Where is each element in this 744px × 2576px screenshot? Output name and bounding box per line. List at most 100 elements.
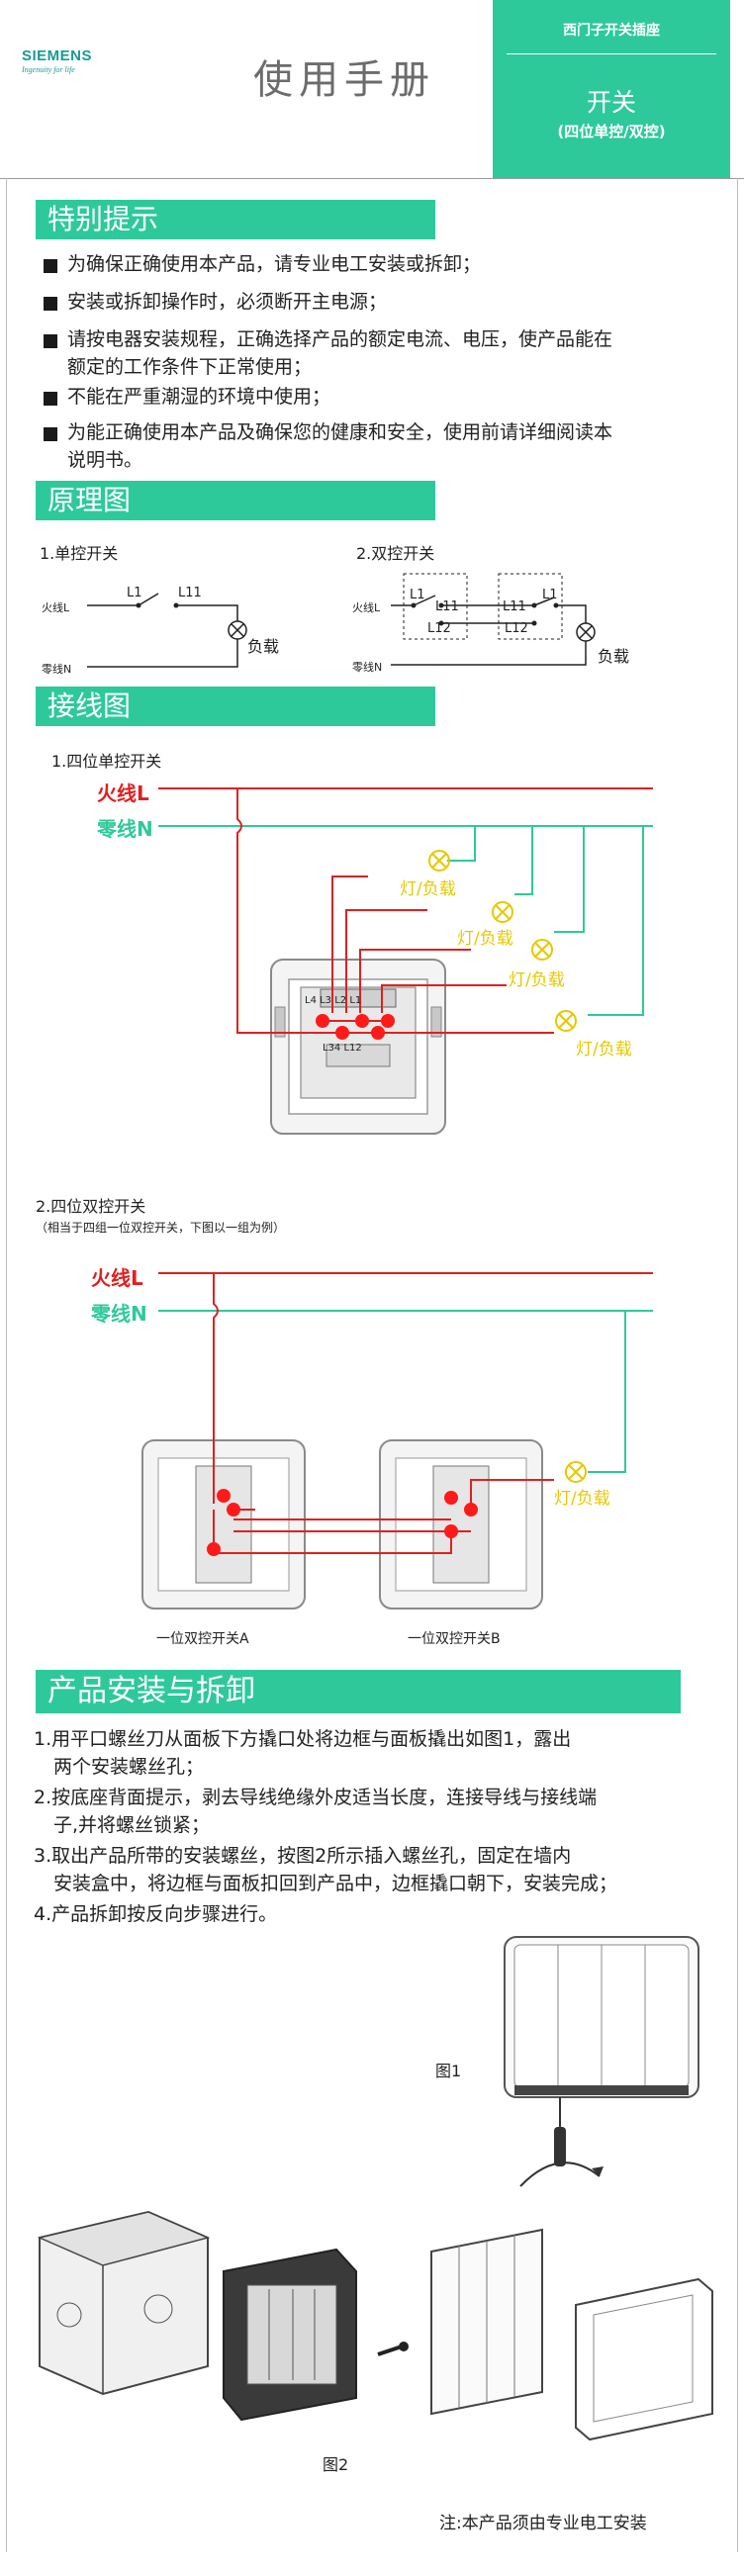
switch-base-icon (223, 2248, 357, 2422)
product-variant: (四位单控/双控) (557, 123, 666, 140)
neutral-return-4 (588, 826, 644, 1016)
single-l11-label: L11 (178, 586, 202, 600)
double-b-blade (533, 597, 555, 606)
terminal-dot (227, 1503, 240, 1517)
install-step: 2.按底座背面提示，剥去导线绝缘外皮适当长度，连接导线与接线端 (34, 1787, 598, 1808)
double-neutral-wire (391, 641, 587, 666)
four-double-wiring-diagram (141, 1272, 653, 1610)
switch-a-device (141, 1439, 306, 1610)
double-b-l12-label: L12 (505, 621, 528, 636)
double-a-l1-label: L1 (410, 588, 425, 602)
product-category: 西门子开关插座 (563, 23, 660, 39)
neutral-return-2 (514, 826, 533, 895)
terminal-dot (217, 1489, 231, 1503)
switch-a-caption: 一位双控开关A (156, 1631, 249, 1647)
terminal-dot (444, 1491, 458, 1505)
double-a-l12 (438, 620, 444, 626)
terminal-dot (207, 1542, 221, 1556)
section-heading-principle: 原理图 (36, 481, 435, 520)
terminal-dot (444, 1524, 458, 1538)
neutral-return-b (588, 1311, 626, 1473)
frame-icon (575, 2277, 713, 2441)
double-b-l12 (531, 620, 537, 626)
rocker-plate-icon (430, 2228, 543, 2416)
lamp-label: 灯/负载 (509, 970, 565, 990)
double-switch-b-box (498, 573, 563, 640)
install-step-cont: 两个安装螺丝孔； (53, 1756, 205, 1778)
lamp-icon (428, 850, 450, 872)
single-load-label: 负载 (247, 637, 280, 656)
double-a-l11 (438, 602, 444, 608)
screw-icon (377, 2342, 409, 2356)
switch-b-device (379, 1439, 543, 1610)
document-title: 使用手册 (253, 57, 435, 103)
double-b-l1-label: L1 (542, 588, 558, 602)
double-a-l11-label: L11 (435, 599, 459, 614)
notice-item: 安装或拆卸操作时，必须断开主电源； (67, 291, 388, 313)
bullet-icon (44, 297, 57, 311)
neutral-wire-label-2: 零线N (91, 1302, 147, 1326)
section-heading-wiring: 接线图 (36, 687, 435, 726)
header-divider (507, 53, 716, 54)
single-neutral-label: 零线N (42, 663, 72, 676)
principle-diagram (87, 573, 596, 668)
footer-note: 注:本产品须由专业电工安装 (439, 2514, 647, 2533)
neutral-return-1 (447, 826, 476, 862)
notice-item-cont: 额定的工作条件下正常使用； (67, 356, 313, 378)
install-step: 4.产品拆卸按反向步骤进行。 (34, 1903, 278, 1925)
notice-item-cont: 说明书。 (67, 449, 143, 471)
frame-right-line (737, 178, 738, 2552)
four-double-title: 2.四位双控开关 (36, 1197, 146, 1216)
four-single-switch-device (270, 959, 446, 1135)
lamp-label: 灯/负载 (576, 1040, 632, 1059)
four-single-wiring-diagram (158, 787, 653, 1135)
terminal-dot (371, 1026, 385, 1040)
double-load-label: 负载 (598, 647, 630, 666)
install-step: 3.取出产品所带的安装螺丝，按图2所示插入螺丝孔，固定在墙内 (34, 1845, 572, 1867)
neutral-wire-label: 零线N (97, 817, 153, 841)
single-live-label: 火线L (42, 601, 70, 614)
lamp-label: 灯/负载 (400, 879, 456, 899)
fig1-caption: 图1 (435, 2062, 462, 2080)
neutral-return-3 (554, 826, 585, 933)
fig1-switch-panel (504, 1936, 699, 2098)
screwdriver-icon (519, 2097, 604, 2187)
double-a-l12-label: L12 (427, 621, 451, 636)
b-load-wire (470, 1479, 554, 1510)
fig2-caption: 图2 (323, 2455, 349, 2474)
double-live-label: 火线L (352, 601, 381, 614)
wall-box-icon (37, 2210, 211, 2396)
load-wire-1 (331, 875, 368, 1013)
lamp-icon (531, 939, 553, 961)
terminal-labels-top: L4 L3 L2 L1 (305, 995, 362, 1006)
single-switch-blade (138, 593, 159, 606)
notice-item: 不能在严重潮湿的环境中使用； (67, 386, 331, 408)
terminal-labels-bottom: L34 L12 (323, 1043, 362, 1054)
lamp-icon (565, 1461, 587, 1483)
four-double-note: （相当于四组一位双控开关，下图以一组为例） (36, 1221, 286, 1235)
terminal-dot (355, 1014, 369, 1028)
notice-item: 为能正确使用本产品及确保您的健康和安全，使用前请详细阅读本 (67, 421, 613, 443)
double-switch-a-box (403, 573, 468, 640)
single-l1-label: L1 (127, 586, 142, 600)
double-b-l11-label: L11 (503, 599, 526, 614)
terminal-dot (316, 1014, 329, 1028)
live-drop-wire (236, 788, 388, 1034)
install-step: 1.用平口螺丝刀从面板下方撬口处将边框与面板撬出如图1，露出 (34, 1728, 572, 1750)
load-wire-3 (359, 949, 471, 1013)
double-neutral-label: 零线N (352, 661, 383, 674)
live-wire-label: 火线L (97, 782, 149, 805)
four-single-title: 1.四位单控开关 (51, 752, 162, 771)
live-wire-label-2: 火线L (91, 1266, 143, 1290)
frame-top-line (0, 178, 744, 179)
lamp-label: 灯/负载 (554, 1489, 610, 1509)
bullet-icon (44, 259, 57, 273)
terminal-dot (381, 1014, 395, 1028)
brand-tagline: Ingenuity for life (22, 65, 75, 74)
load-wire-2 (345, 909, 427, 1013)
lamp-icon (555, 1010, 577, 1032)
product-name: 开关 (586, 88, 636, 117)
double-load-wire (556, 604, 587, 623)
bullet-icon (44, 334, 57, 348)
